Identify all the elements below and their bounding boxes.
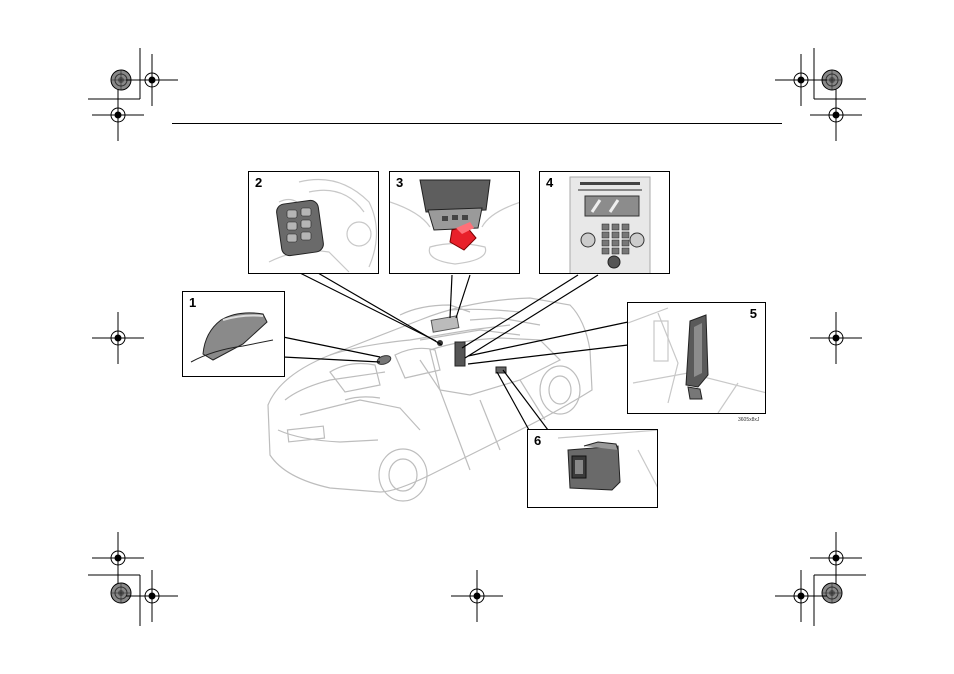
callout-number: 5	[750, 306, 757, 321]
microphone-illustration	[390, 172, 520, 274]
callout-panel-6: 6	[527, 429, 658, 508]
callout-number: 2	[255, 175, 262, 190]
antenna-illustration	[183, 292, 285, 377]
callout-number: 6	[534, 433, 541, 448]
callout-panel-1: 1	[182, 291, 285, 377]
callout-panel-5: 5	[627, 302, 766, 414]
callout-number: 1	[189, 295, 196, 310]
console-illustration	[540, 172, 670, 274]
callout-number: 3	[396, 175, 403, 190]
callout-panel-2: 2	[248, 171, 379, 274]
module-illustration	[528, 430, 658, 508]
image-code: 3605x8xJ	[738, 417, 759, 423]
callout-number: 4	[546, 175, 553, 190]
phone-holder-illustration	[628, 303, 766, 414]
steering-keypad-illustration	[249, 172, 379, 274]
callout-panel-4: 4	[539, 171, 670, 274]
callout-panel-3: 3	[389, 171, 520, 274]
